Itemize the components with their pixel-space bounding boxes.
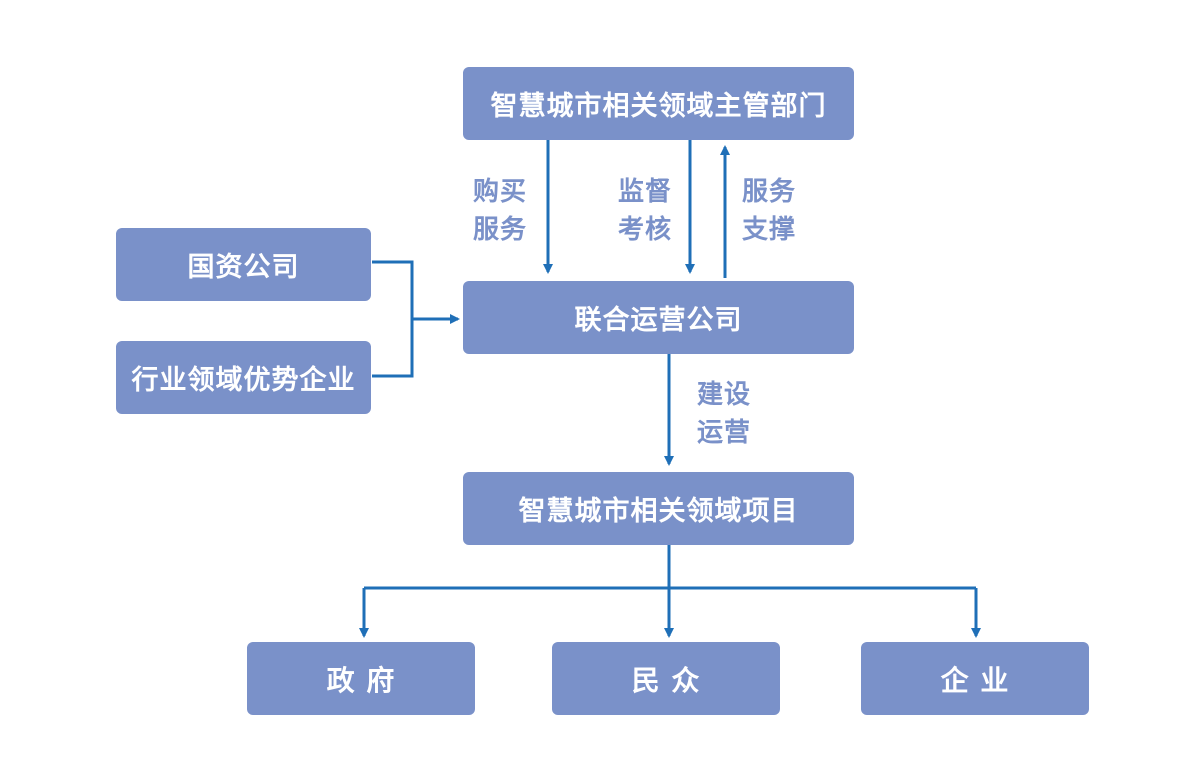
edge-label-build-operate-line2: 运营: [696, 418, 751, 448]
node-projects: 智慧城市相关领域项目: [463, 472, 854, 545]
node-public: 民 众: [552, 642, 780, 715]
node-government: 政 府: [247, 642, 475, 715]
node-state-company-label: 国资公司: [187, 252, 300, 283]
edge-label-service-support-line1: 服务: [741, 177, 796, 207]
node-public-label: 民 众: [631, 663, 701, 697]
edge-label-supervise-line1: 监督: [617, 177, 672, 207]
edge-label-buy-service-line1: 购买: [472, 177, 527, 207]
node-joint-company: 联合运营公司: [463, 281, 854, 354]
node-industry-enterprise: 行业领域优势企业: [116, 341, 371, 414]
node-enterprise-label: 企 业: [940, 663, 1010, 697]
edge-label-build-operate-line1: 建设: [696, 380, 751, 410]
node-government-label: 政 府: [326, 663, 396, 697]
node-joint-company-label: 联合运营公司: [574, 305, 743, 336]
edge-label-supervise-line2: 考核: [617, 215, 672, 245]
node-authority: 智慧城市相关领域主管部门: [463, 67, 854, 140]
connector-left-merge: [372, 260, 414, 378]
node-enterprise: 企 业: [861, 642, 1089, 715]
edge-label-buy-service: 购买 服务: [465, 173, 535, 249]
edge-label-buy-service-line2: 服务: [472, 215, 527, 245]
edge-label-supervise: 监督 考核: [610, 173, 680, 249]
node-state-company: 国资公司: [116, 228, 371, 301]
node-projects-label: 智慧城市相关领域项目: [518, 496, 799, 527]
node-authority-label: 智慧城市相关领域主管部门: [490, 91, 827, 122]
node-industry-enterprise-label: 行业领域优势企业: [131, 365, 356, 396]
edge-label-service-support-line2: 支撑: [741, 215, 796, 245]
edge-label-service-support: 服务 支撑: [734, 173, 804, 249]
edge-label-build-operate: 建设 运营: [689, 376, 759, 452]
